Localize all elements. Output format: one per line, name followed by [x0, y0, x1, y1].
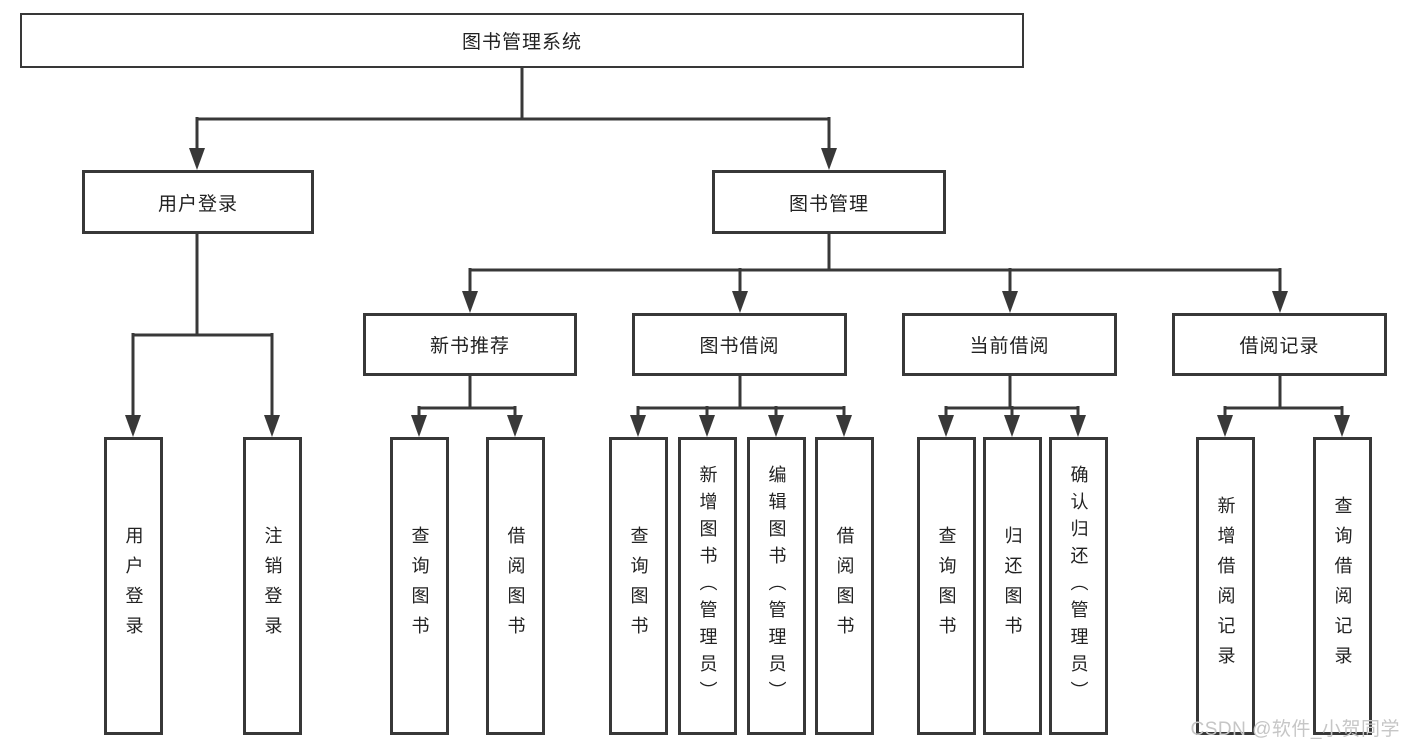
node-leaf-query-record-label: 查询借阅记录: [1332, 496, 1353, 676]
node-borrow-records: 借阅记录: [1172, 313, 1387, 376]
node-borrow-records-label: 借阅记录: [1239, 336, 1320, 357]
node-root-label: 图书管理系统: [461, 32, 582, 53]
connector-root-split: [189, 68, 837, 170]
node-book-mgmt: 图书管理: [712, 170, 946, 234]
node-user-login-label: 用户登录: [157, 193, 238, 215]
node-leaf-add-record-label: 新增借阅记录: [1215, 496, 1236, 676]
node-leaf-query-book-rec-label: 查询图书: [409, 526, 430, 646]
node-book-borrow: 图书借阅: [632, 313, 847, 376]
connector-current-borrow-split: [938, 376, 1086, 437]
node-root: 图书管理系统: [20, 13, 1024, 68]
node-current-borrow-label: 当前借阅: [969, 336, 1050, 357]
node-leaf-borrow-book-rec-label: 借阅图书: [505, 526, 526, 646]
connector-user-login-split: [125, 234, 280, 437]
node-leaf-borrow-book-borrow: 借阅图书: [815, 437, 874, 735]
node-leaf-add-book-label: 新增图书（管理员）: [697, 464, 718, 708]
node-leaf-query-book-rec: 查询图书: [390, 437, 449, 735]
node-user-login: 用户登录: [82, 170, 314, 234]
node-leaf-return-book-label: 归还图书: [1002, 526, 1023, 646]
node-leaf-user-login-label: 用户登录: [123, 526, 144, 646]
connector-book-borrow-split: [630, 376, 852, 437]
node-leaf-query-book-current: 查询图书: [917, 437, 976, 735]
node-leaf-query-book-current-label: 查询图书: [936, 526, 957, 646]
node-leaf-query-book-borrow: 查询图书: [609, 437, 668, 735]
node-leaf-borrow-book-borrow-label: 借阅图书: [834, 526, 855, 646]
node-new-book-rec: 新书推荐: [363, 313, 577, 376]
node-leaf-query-book-borrow-label: 查询图书: [628, 526, 649, 646]
node-new-book-rec-label: 新书推荐: [429, 336, 510, 357]
node-current-borrow: 当前借阅: [902, 313, 1117, 376]
node-leaf-edit-book: 编辑图书（管理员）: [747, 437, 806, 735]
node-book-mgmt-label: 图书管理: [788, 193, 869, 215]
node-leaf-borrow-book-rec: 借阅图书: [486, 437, 545, 735]
node-leaf-logout: 注销登录: [243, 437, 302, 735]
node-leaf-confirm-return-label: 确认归还（管理员）: [1068, 464, 1089, 708]
csdn-watermark: CSDN @软件_小贺同学: [1190, 719, 1400, 740]
connector-new-book-rec-split: [411, 376, 523, 437]
node-book-borrow-label: 图书借阅: [699, 336, 780, 357]
node-leaf-user-login: 用户登录: [104, 437, 163, 735]
node-leaf-add-book: 新增图书（管理员）: [678, 437, 737, 735]
node-leaf-query-record: 查询借阅记录: [1313, 437, 1372, 735]
node-leaf-add-record: 新增借阅记录: [1196, 437, 1255, 735]
node-leaf-logout-label: 注销登录: [262, 526, 283, 646]
node-leaf-confirm-return: 确认归还（管理员）: [1049, 437, 1108, 735]
connector-book-mgmt-split: [462, 234, 1288, 313]
connector-borrow-records-split: [1217, 376, 1350, 437]
node-leaf-return-book: 归还图书: [983, 437, 1042, 735]
node-leaf-edit-book-label: 编辑图书（管理员）: [766, 464, 787, 708]
